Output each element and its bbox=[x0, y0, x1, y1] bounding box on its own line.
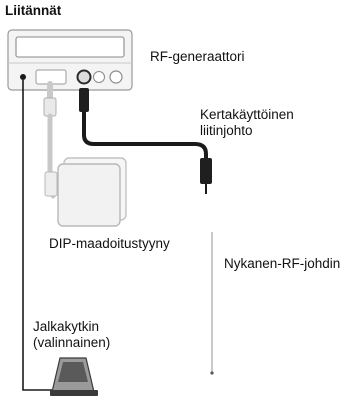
rf-generator-device bbox=[7, 29, 133, 91]
footswitch-label-line2: (valinnainen) bbox=[33, 335, 111, 350]
footswitch-device bbox=[50, 357, 98, 396]
cable-port-icon bbox=[76, 69, 92, 85]
ground-port-icon bbox=[20, 74, 26, 80]
footswitch-cable bbox=[22, 80, 56, 391]
disposable-connector-cable bbox=[79, 88, 212, 194]
connector-cable-label-line2: liitinjohto bbox=[200, 123, 253, 138]
footswitch-label-line1: Jalkakytkin bbox=[33, 319, 100, 334]
dip-grounding-pad bbox=[57, 157, 127, 227]
probe-cable-label: Nykanen-RF-johdin bbox=[224, 256, 341, 271]
connector-cable-label-line1: Kertakäyttöinen bbox=[200, 107, 294, 122]
grounding-pad-label: DIP-maadoitustyyny bbox=[49, 236, 170, 251]
diagram-title: Liitännät bbox=[5, 3, 62, 18]
rf-generator-label: RF-generaattori bbox=[150, 49, 245, 64]
